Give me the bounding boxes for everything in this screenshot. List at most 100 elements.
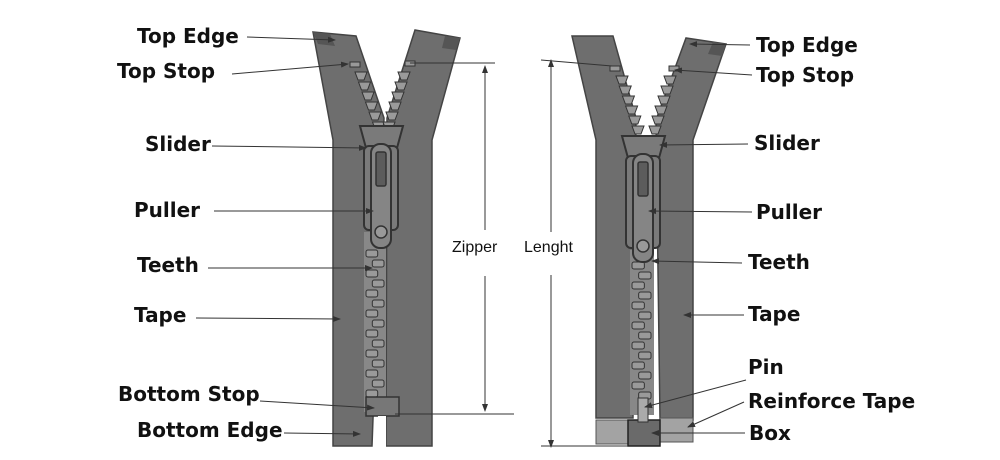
- zipper-tooth: [391, 91, 405, 101]
- zipper-tooth: [368, 111, 382, 121]
- zipper-tooth: [663, 75, 677, 85]
- right-zipper-tape-left: [571, 35, 637, 419]
- zipper-tooth: [397, 71, 411, 81]
- leader-right-top-stop: [674, 67, 753, 76]
- left-zipper-puller-window: [375, 151, 387, 187]
- label-left-bottom-stop: Bottom Stop: [118, 382, 260, 406]
- zipper-tooth: [631, 321, 645, 330]
- zipper-tooth: [638, 311, 652, 320]
- leader-lines: [195, 36, 753, 437]
- zipper-tooth: [631, 281, 645, 290]
- zipper-tooth: [651, 115, 665, 125]
- zipper-tooth: [624, 105, 639, 115]
- zipper-tooth: [654, 105, 668, 115]
- zipper-tooth: [365, 249, 379, 258]
- zipper-tooth: [638, 351, 652, 360]
- label-right-slider: Slider: [754, 131, 820, 155]
- zipper-tooth: [365, 269, 379, 278]
- zipper-tooth: [361, 91, 375, 101]
- zipper-tooth: [365, 329, 379, 338]
- right-zipper-top-stop: [609, 65, 621, 72]
- zipper-tooth: [657, 95, 671, 105]
- zipper-tooth: [364, 101, 379, 111]
- zipper-tooth: [618, 85, 632, 95]
- leader-left-top-edge: [246, 36, 336, 43]
- zipper-tooth: [365, 309, 379, 318]
- zipper-tooth: [365, 389, 379, 398]
- label-length-dimension: Lenght: [524, 239, 573, 256]
- leader-right-pin: [644, 379, 747, 409]
- zipper-tooth: [615, 75, 629, 85]
- right-zipper-reinforce-tape-left: [595, 419, 631, 445]
- zipper-tooth: [388, 101, 402, 111]
- left-zipper-top-stop: [349, 61, 361, 68]
- zipper-tooth: [394, 81, 408, 91]
- left-zipper: [312, 29, 461, 448]
- left-zipper-puller-rivet: [374, 225, 388, 239]
- label-zipper-dimension: Zipper: [452, 239, 498, 256]
- left-zipper-top-edge-fold-right: [442, 36, 460, 50]
- leader-left-bottom-edge: [283, 430, 361, 437]
- label-right-box: Box: [749, 421, 791, 445]
- zipper-tooth: [631, 381, 645, 390]
- right-zipper-top-edge-fold: [708, 42, 726, 56]
- right-zipper-reinforce-tape-right: [659, 417, 694, 443]
- zipper-tooth: [648, 125, 662, 135]
- leader-left-tape: [195, 315, 341, 322]
- label-left-top-edge: Top Edge: [137, 24, 239, 48]
- label-right-puller: Puller: [756, 200, 823, 224]
- leader-right-teeth: [651, 258, 743, 265]
- zipper-tooth: [357, 81, 372, 91]
- left-zipper-bottom-gap: [378, 416, 386, 448]
- leader-left-top-stop: [231, 61, 349, 75]
- right-zipper-open-teeth: [615, 75, 677, 135]
- zipper-tooth: [631, 125, 645, 135]
- zipper-tooth: [660, 85, 674, 95]
- label-left-top-stop: Top Stop: [117, 59, 216, 83]
- zipper-tooth: [621, 95, 636, 105]
- dimension-lines: [395, 59, 628, 448]
- zipper-tooth: [371, 279, 385, 288]
- zipper-tooth: [371, 259, 385, 268]
- label-right-reinforce-tape: Reinforce Tape: [748, 389, 916, 413]
- zipper-tooth: [638, 371, 652, 380]
- zipper-tooth: [354, 71, 368, 81]
- label-left-teeth: Teeth: [137, 253, 199, 277]
- right-zipper-tape-right: [655, 37, 728, 421]
- leader-right-puller: [648, 208, 753, 215]
- label-left-slider: Slider: [145, 132, 211, 156]
- zipper-tooth: [631, 261, 645, 270]
- zipper-tooth: [631, 301, 645, 310]
- label-right-top-edge: Top Edge: [756, 33, 858, 57]
- label-right-top-stop: Top Stop: [756, 63, 855, 87]
- zipper-tooth: [365, 289, 379, 298]
- right-zipper-puller-window: [637, 161, 649, 197]
- left-zipper-closed-teeth: [365, 249, 385, 398]
- right-zipper: [571, 35, 728, 447]
- zipper-tooth: [638, 271, 652, 280]
- zipper-tooth: [638, 331, 652, 340]
- zipper-tooth: [631, 341, 645, 350]
- leader-left-slider: [211, 144, 367, 151]
- leader-right-slider: [659, 141, 749, 148]
- zipper-tooth: [365, 369, 379, 378]
- zipper-tooth: [385, 111, 399, 121]
- leader-right-reinforce-tape: [687, 401, 745, 428]
- zipper-tooth: [628, 115, 642, 125]
- label-left-puller: Puller: [134, 198, 201, 222]
- leader-right-top-edge: [689, 41, 751, 48]
- zipper-tooth: [371, 359, 385, 368]
- label-left-bottom-edge: Bottom Edge: [137, 418, 283, 442]
- zipper-tooth: [638, 291, 652, 300]
- left-zipper-bottom-stop: [365, 396, 400, 417]
- zipper-tooth: [631, 361, 645, 370]
- label-right-teeth: Teeth: [748, 250, 810, 274]
- zipper-tooth: [365, 349, 379, 358]
- right-zipper-closed-teeth: [631, 261, 652, 400]
- zipper-tooth: [371, 299, 385, 308]
- label-right-tape: Tape: [748, 302, 801, 326]
- label-right-pin: Pin: [748, 355, 784, 379]
- zipper-tooth: [371, 319, 385, 328]
